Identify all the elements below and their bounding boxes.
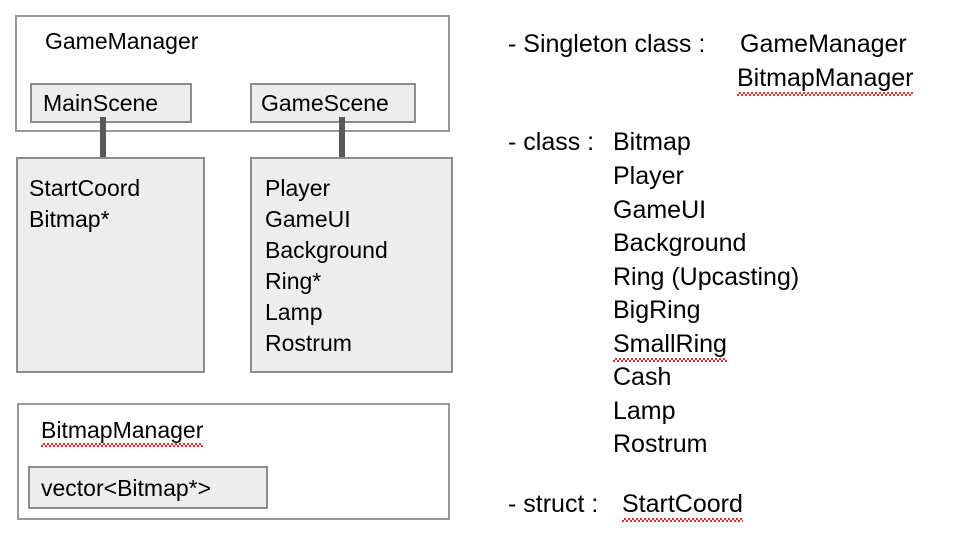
note-singleton-item-1-text: BitmapManager <box>737 64 914 96</box>
member-item: Bitmap* <box>29 206 110 232</box>
bitmapmanager-vector-box <box>28 466 268 509</box>
bitmapmanager-title-text: BitmapManager <box>41 417 204 447</box>
member-item: Rostrum <box>265 330 352 356</box>
note-class-item-6: SmallRing <box>613 330 727 362</box>
gamescene-members-box <box>250 157 453 373</box>
note-class-item-4: Ring (Upcasting) <box>613 263 800 291</box>
member-item: StartCoord <box>29 175 141 201</box>
gamescene-label: GameScene <box>261 90 389 116</box>
member-item: Background <box>265 237 388 263</box>
note-class-item-2: GameUI <box>613 196 707 224</box>
note-singleton-prefix: - Singleton class : <box>508 30 706 58</box>
mainscene-box <box>30 83 192 123</box>
note-class-item-0: Bitmap <box>613 128 691 156</box>
bitmapmanager-title: BitmapManager <box>41 417 204 447</box>
member-item: Ring* <box>265 268 322 294</box>
member-item: Player <box>265 175 331 201</box>
connector-gamescene <box>339 117 345 165</box>
mainscene-label: MainScene <box>43 90 159 116</box>
note-class-item-5: BigRing <box>613 296 701 324</box>
note-singleton-item-0: GameManager <box>740 30 907 58</box>
bitmapmanager-vector-label: vector<Bitmap*> <box>41 475 212 501</box>
note-struct-item-0: StartCoord <box>622 490 743 522</box>
mainscene-members-list: StartCoord Bitmap* <box>29 173 140 235</box>
gamescene-members-list: Player GameUI Background Ring* Lamp Rost… <box>265 173 388 359</box>
note-class-item-9: Rostrum <box>613 430 708 458</box>
mainscene-members-box <box>16 157 205 373</box>
gamemanager-title: GameManager <box>45 28 199 54</box>
note-struct-prefix: - struct : <box>508 490 599 518</box>
note-class-item-8: Lamp <box>613 397 676 425</box>
member-item: Lamp <box>265 299 323 325</box>
note-class-item-3: Background <box>613 229 747 257</box>
gamescene-box <box>250 83 416 123</box>
note-class-item-1: Player <box>613 162 684 190</box>
note-class-item-6-text: SmallRing <box>613 330 727 362</box>
note-class-item-7: Cash <box>613 363 672 391</box>
connector-mainscene <box>100 117 106 165</box>
member-item: GameUI <box>265 206 351 232</box>
note-struct-item-0-text: StartCoord <box>622 490 743 522</box>
note-singleton-item-1: BitmapManager <box>737 64 914 96</box>
note-class-prefix: - class : <box>508 128 595 156</box>
